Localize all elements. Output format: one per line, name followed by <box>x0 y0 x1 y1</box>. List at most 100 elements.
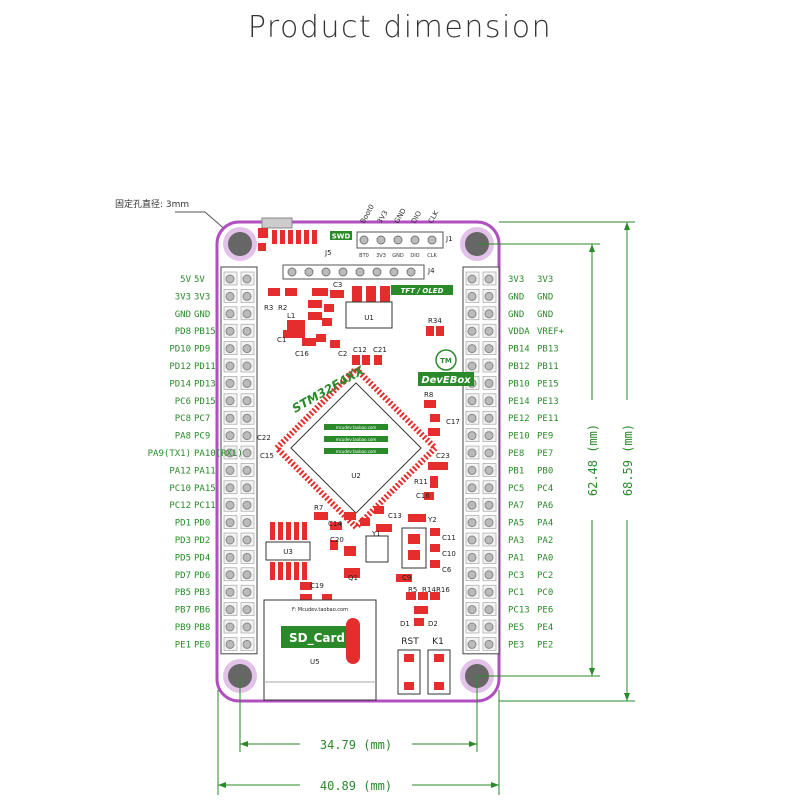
j1-label: J1 <box>445 235 453 243</box>
component-silk-label: C23 <box>436 452 450 460</box>
header-pin <box>225 413 235 423</box>
header-pin <box>484 448 494 458</box>
header-pin <box>225 344 235 354</box>
header-pin <box>484 396 494 406</box>
header-pin <box>467 622 477 632</box>
left-pin-label-outer: PA8 <box>175 432 191 442</box>
left-pin-label-inner: PB3 <box>194 588 210 598</box>
right-pin-label-inner: PA1 <box>508 553 524 563</box>
right-pin-label-outer: PA6 <box>537 501 553 511</box>
inner-width-dimension: 34.79 (mm) <box>320 738 392 752</box>
component-silk-label: C19 <box>310 582 324 590</box>
header-pin <box>467 274 477 284</box>
left-pin-label-inner: PD0 <box>194 519 210 529</box>
left-pin-label-inner: PC7 <box>194 414 210 424</box>
right-pin-label-inner: GND <box>508 292 524 302</box>
component-silk-label: R16 <box>436 586 450 594</box>
right-pin-label-outer: PA2 <box>537 536 553 546</box>
header-pin <box>467 518 477 528</box>
swd-bottom-pin-label: BT0 <box>359 253 369 259</box>
tft-pin <box>406 267 416 277</box>
left-pin-label-outer: 3V3 <box>175 292 191 302</box>
header-pin <box>484 639 494 649</box>
header-pin <box>467 431 477 441</box>
right-pin-label-inner: PC5 <box>508 484 524 494</box>
left-pin-label-inner: 3V3 <box>194 292 210 302</box>
header-pin <box>484 431 494 441</box>
right-pin-label-inner: PE3 <box>508 640 524 650</box>
left-pin-label-inner: PD9 <box>194 345 210 355</box>
header-pin <box>242 291 252 301</box>
header-pin <box>484 587 494 597</box>
tm-label: TM <box>440 357 452 365</box>
header-pin <box>484 378 494 388</box>
left-pin-label-outer: PD1 <box>175 519 191 529</box>
component-silk-label: C1 <box>277 336 286 344</box>
component-silk-label: D2 <box>428 620 438 628</box>
right-pin-label-inner: 3V3 <box>508 275 524 285</box>
right-pin-label-outer: PC0 <box>537 588 553 598</box>
right-pin-label-inner: PE10 <box>508 432 530 442</box>
left-pin-label-outer: PC10 <box>169 484 191 494</box>
right-pin-label-inner: PB1 <box>508 466 524 476</box>
left-pin-label-inner: PD4 <box>194 553 210 563</box>
u3-pin <box>270 562 275 580</box>
j5-label: J5 <box>324 249 332 257</box>
header-pin <box>467 465 477 475</box>
u3-pin <box>278 522 283 540</box>
right-components <box>396 400 448 582</box>
left-pin-label-outer: PC12 <box>169 501 191 511</box>
tft-pin <box>355 267 365 277</box>
buttons: RST K1 <box>397 637 451 695</box>
left-pin-label-inner: PB8 <box>194 623 210 633</box>
left-pin-label-outer: PC8 <box>175 414 191 424</box>
right-pin-label-outer: PB13 <box>537 345 559 355</box>
tft-header: J4 TFT / OLED <box>282 264 453 295</box>
header-pin <box>225 552 235 562</box>
right-pin-label-inner: PE5 <box>508 623 524 633</box>
header-pin <box>242 605 252 615</box>
component-silk-label: C9 <box>402 574 411 582</box>
u3-label: U3 <box>283 548 293 556</box>
left-pin-label-inner: 5V <box>194 275 205 285</box>
brand: TM DevEBox <box>418 349 474 386</box>
left-pin-label-outer: PB9 <box>175 623 191 633</box>
header-pin <box>484 622 494 632</box>
header-pin <box>484 465 494 475</box>
component-silk-label: R2 <box>278 304 287 312</box>
header-pin <box>242 622 252 632</box>
swd-pin <box>393 235 403 245</box>
header-pin <box>467 309 477 319</box>
header-pin <box>484 570 494 580</box>
right-pin-label-inner: PE12 <box>508 414 530 424</box>
header-pin <box>225 448 235 458</box>
right-pin-label-outer: PC2 <box>537 571 553 581</box>
header-pin <box>225 587 235 597</box>
left-pin-label-inner: PC11 <box>194 501 216 511</box>
header-pin <box>467 413 477 423</box>
right-pin-label-outer: PE6 <box>537 606 553 616</box>
header-pin <box>467 448 477 458</box>
swd-bottom-pin-label: GND <box>392 253 404 259</box>
left-pin-label-outer: PB7 <box>175 606 191 616</box>
header-pin <box>242 483 252 493</box>
header-pin <box>467 326 477 336</box>
outer-height-dimension: 68.59 (mm) <box>621 424 635 496</box>
header-pin <box>242 465 252 475</box>
header-pin <box>242 274 252 284</box>
component-silk-label: C12 <box>353 346 367 354</box>
header-pin <box>225 309 235 319</box>
inner-height-dimension: 62.48 (mm) <box>586 424 600 496</box>
component-silk-label: R7 <box>314 504 323 512</box>
lower-components: U3 <box>265 506 440 626</box>
header-pin <box>467 361 477 371</box>
left-pin-label-inner: PB15 <box>194 327 216 337</box>
right-pin-header <box>462 266 500 655</box>
right-pin-label-inner: PB10 <box>508 379 530 389</box>
component-silk-label: R14 <box>422 586 436 594</box>
header-pin <box>242 378 252 388</box>
header-pin <box>242 431 252 441</box>
component-silk-label: R34 <box>428 317 442 325</box>
header-pin <box>242 396 252 406</box>
